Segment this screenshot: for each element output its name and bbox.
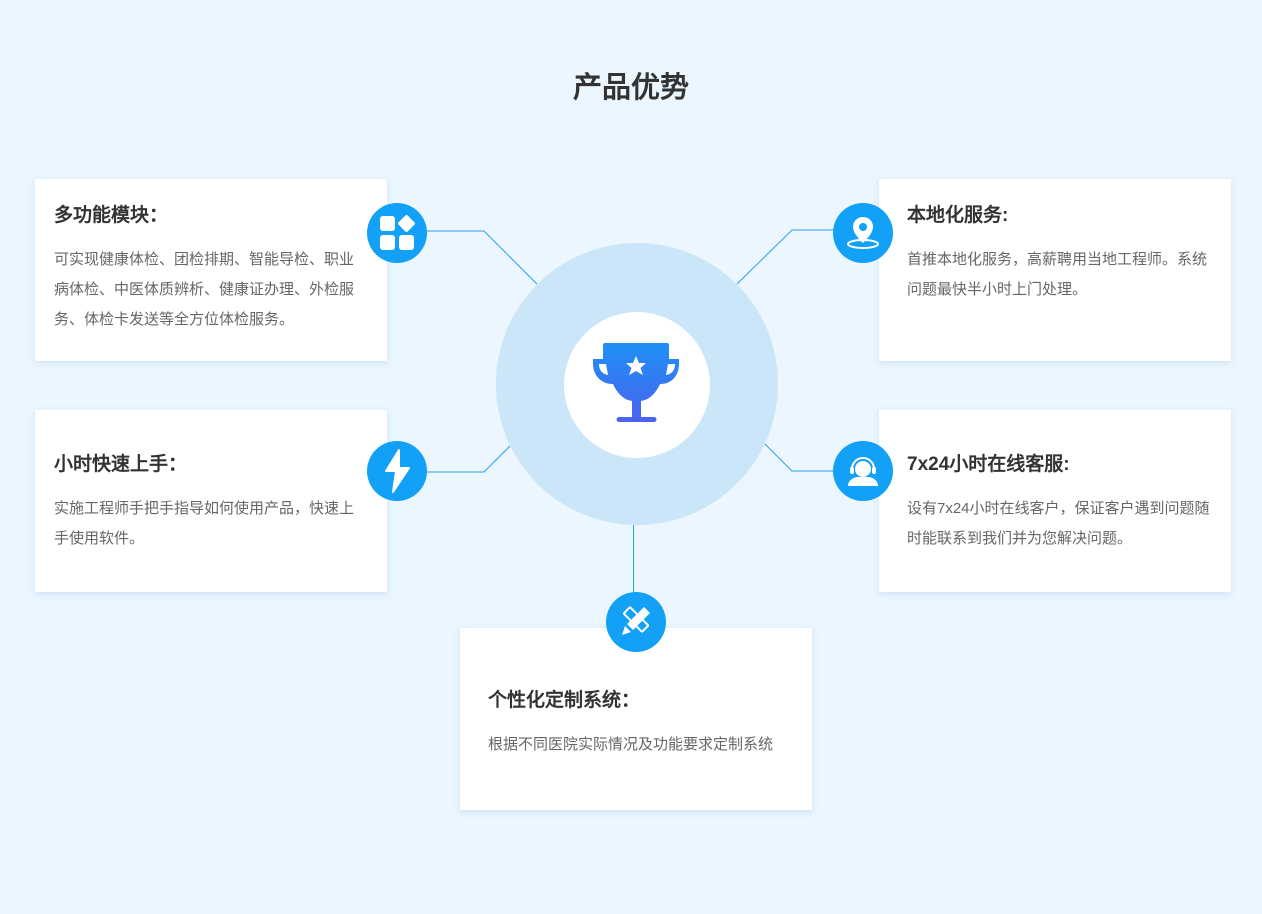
feature-card-quickstart: 小时快速上手： 实施工程师手把手指导如何使用产品，快速上手使用软件。 (35, 410, 387, 592)
apps-icon (367, 203, 427, 263)
feature-desc: 根据不同医院实际情况及功能要求定制系统 (488, 736, 774, 753)
feature-desc: 可实现健康体检、团检排期、智能导检、职业病体检、中医体质辨析、健康证办理、外检服… (54, 251, 355, 328)
feature-title: 多功能模块： (54, 205, 169, 226)
feature-desc: 实施工程师手把手指导如何使用产品，快速上手使用软件。 (54, 500, 355, 547)
page-title: 产品优势 (572, 72, 689, 104)
trophy-badge (564, 312, 710, 458)
feature-card-multifunction: 多功能模块： 可实现健康体检、团检排期、智能导检、职业病体检、中医体质辨析、健康… (35, 179, 387, 361)
feature-title: 个性化定制系统： (488, 690, 641, 711)
headset-icon (833, 441, 893, 501)
feature-title: 小时快速上手： (54, 454, 188, 475)
feature-card-local-service: 本地化服务: 首推本地化服务，高薪聘用当地工程师。系统问题最快半小时上门处理。 (879, 179, 1231, 361)
lightning-icon (367, 441, 427, 501)
feature-desc: 设有7x24小时在线客户，保证客户遇到问题随时能联系到我们并为您解决问题。 (907, 500, 1210, 547)
feature-card-custom: 个性化定制系统： 根据不同医院实际情况及功能要求定制系统 (460, 628, 812, 810)
feature-desc: 首推本地化服务，高薪聘用当地工程师。系统问题最快半小时上门处理。 (907, 251, 1208, 298)
location-icon (833, 203, 893, 263)
feature-title: 7x24小时在线客服: (907, 454, 1070, 475)
trophy-icon (593, 343, 679, 422)
feature-card-support: 7x24小时在线客服: 设有7x24小时在线客户，保证客户遇到问题随时能联系到我… (879, 410, 1231, 592)
pencil-ruler-icon (606, 592, 666, 652)
feature-title: 本地化服务: (907, 205, 1009, 226)
